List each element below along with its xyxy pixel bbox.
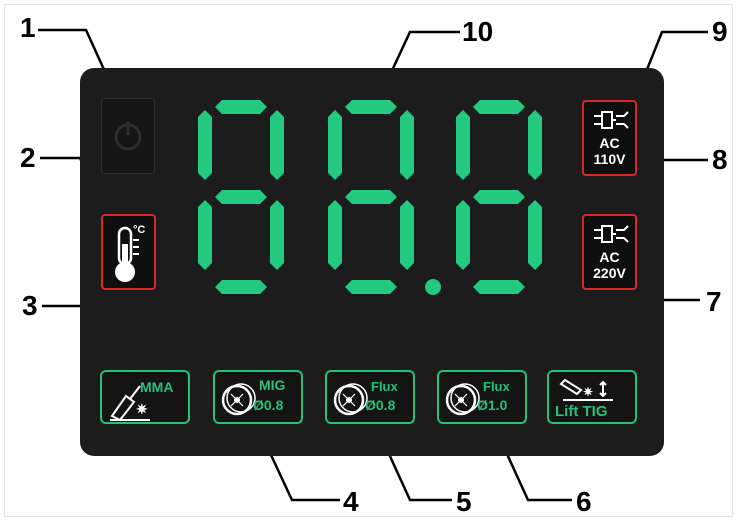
mode-mma-label: MMA	[140, 379, 174, 395]
digit-2-segment-a	[345, 100, 397, 114]
digit-3-segment-f	[456, 110, 470, 180]
seven-segment-display	[198, 100, 542, 295]
digit-3-segment-b	[528, 110, 542, 180]
mode-mig-button[interactable]: MIG Ø0.8	[213, 370, 303, 424]
mode-flux08-button[interactable]: Flux Ø0.8	[325, 370, 415, 424]
callout-4: 4	[343, 486, 359, 517]
digit-1-segment-d	[215, 280, 267, 294]
mode-mig-label: MIG	[259, 377, 286, 393]
digit-3-segment-c	[528, 200, 542, 270]
mode-flux10-size: Ø1.0	[477, 397, 508, 413]
mode-flux10-button[interactable]: Flux Ø1.0	[437, 370, 527, 424]
temp-unit-label: °C	[133, 224, 146, 236]
callout-2: 2	[20, 142, 36, 173]
figure-frame	[4, 4, 733, 517]
power-button[interactable]	[101, 98, 155, 174]
welding-rod-icon: ✷	[110, 385, 150, 422]
digit-1-segment-g	[215, 190, 267, 204]
decimal-point	[425, 279, 441, 295]
ac110-line2: 110V	[593, 151, 626, 167]
tig-torch-icon: ✷	[559, 378, 613, 401]
ac220-indicator: AC 220V	[582, 214, 637, 290]
plug-icon	[594, 111, 629, 129]
digit-1-segment-e	[198, 200, 212, 270]
callout-6: 6	[576, 486, 592, 517]
ac220-line2: 220V	[593, 265, 626, 281]
wire-spool-icon	[221, 383, 256, 416]
mode-flux08-size: Ø0.8	[365, 397, 396, 413]
callout-10: 10	[462, 16, 494, 47]
plug-icon	[594, 225, 629, 243]
digit-2-segment-e	[328, 200, 342, 270]
digit-3-segment-g	[473, 190, 525, 204]
mode-flux10-label: Flux	[483, 379, 510, 394]
digit-1-segment-c	[270, 200, 284, 270]
ac110-line1: AC	[599, 135, 620, 151]
mode-lift-tig-button[interactable]: ✷ Lift TIG	[547, 370, 637, 424]
digit-2-segment-g	[345, 190, 397, 204]
thermometer-icon	[115, 226, 139, 282]
digit-1-segment-a	[215, 100, 267, 114]
callout-3: 3	[22, 290, 38, 321]
digit-3-segment-d	[473, 280, 525, 294]
callout-9: 9	[712, 16, 728, 47]
power-icon	[114, 121, 142, 151]
svg-text:✷: ✷	[136, 401, 148, 417]
digit-3-segment-e	[456, 200, 470, 270]
mode-mig-size: Ø0.8	[253, 397, 284, 413]
digit-1-segment-f	[198, 110, 212, 180]
mode-lift-tig-label: Lift TIG	[555, 403, 608, 420]
callout-5: 5	[456, 486, 472, 517]
callout-1: 1	[20, 12, 36, 43]
digit-2-segment-c	[400, 200, 414, 270]
ac220-line1: AC	[599, 249, 620, 265]
ac110-indicator: AC 110V	[582, 100, 637, 176]
digit-3-segment-a	[473, 100, 525, 114]
mode-mma-button[interactable]: ✷ MMA	[100, 370, 190, 424]
callout-7: 7	[706, 286, 722, 317]
wire-spool-icon	[445, 383, 480, 416]
digit-2-segment-d	[345, 280, 397, 294]
svg-text:✷: ✷	[583, 385, 593, 399]
mode-flux08-label: Flux	[371, 379, 398, 394]
callout-8: 8	[712, 144, 728, 175]
temperature-indicator: °C	[101, 214, 156, 290]
digit-2-segment-b	[400, 110, 414, 180]
wire-spool-icon	[333, 383, 368, 416]
digit-2-segment-f	[328, 110, 342, 180]
digit-1-segment-b	[270, 110, 284, 180]
